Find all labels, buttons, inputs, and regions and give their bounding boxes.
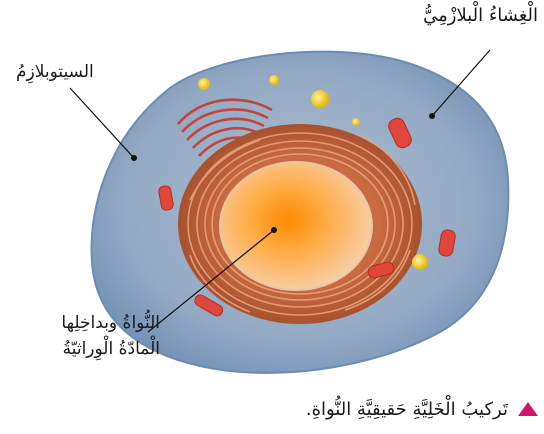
cytoplasm-label: السيتوبلازِمُ (16, 60, 94, 84)
leader-dot-membrane (429, 113, 435, 119)
caption-text: تَركيبُ الْخَلِيَّةِ حَقيقِيَّةِ النُّوا… (306, 399, 508, 420)
nucleus-label-line2: الْمادّةُ الْوِراثيّةُ (10, 336, 160, 362)
nucleus-label: النُّواةُ وبداخِلِها الْمادّةُ الْوِراثي… (10, 310, 160, 362)
figure-caption: تَركيبُ الْخَلِيَّةِ حَقيقِيَّةِ النُّوا… (306, 394, 538, 424)
leader-dot-nucleus (271, 227, 277, 233)
membrane-label: الْغِشاءُ الْبلازْمِيُّ (423, 4, 538, 28)
nucleus (220, 162, 372, 290)
caption-triangle-icon (518, 402, 538, 416)
leader-line-cytoplasm (70, 88, 134, 158)
nucleus-label-line1: النُّواةُ وبداخِلِها (10, 310, 160, 336)
leader-dot-cytoplasm (131, 155, 137, 161)
